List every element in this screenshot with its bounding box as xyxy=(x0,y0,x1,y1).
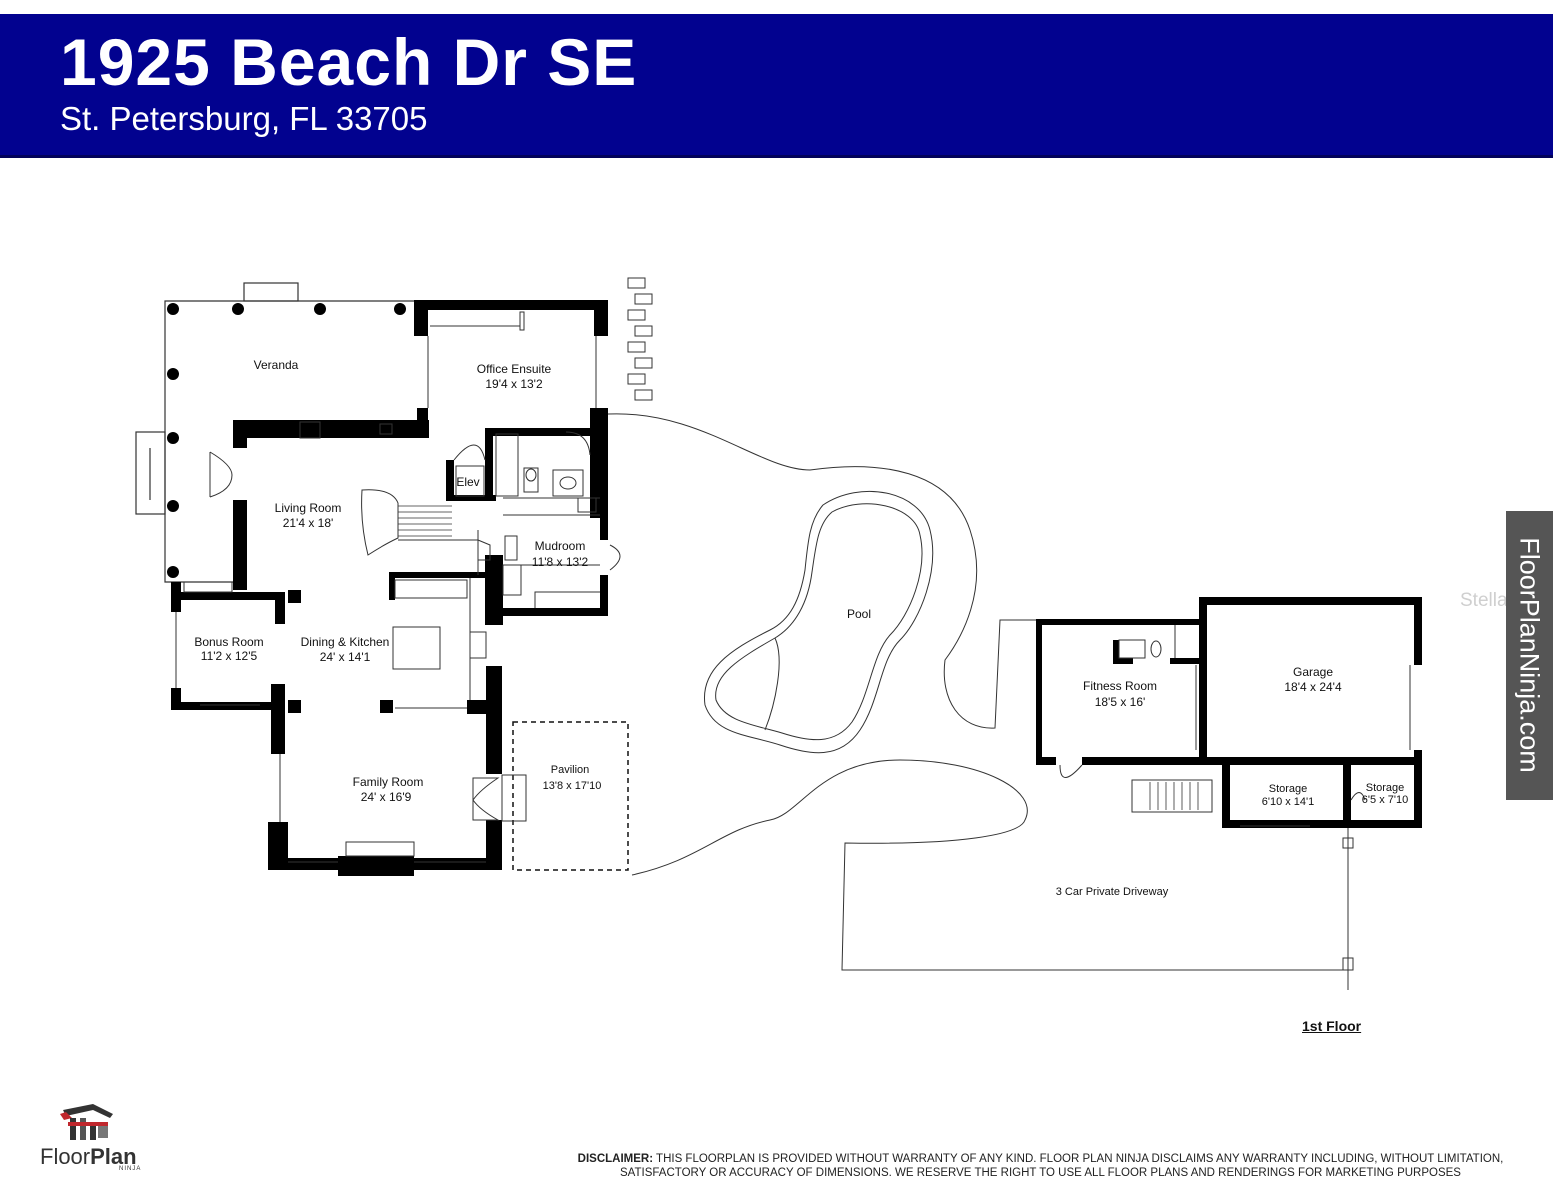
room-storage-2-dims: 6'5 x 7'10 xyxy=(1362,794,1408,806)
floorplan-ninja-logo-icon xyxy=(60,1104,113,1140)
pool-outline xyxy=(703,490,934,754)
room-storage-1-dims: 6'10 x 14'1 xyxy=(1262,796,1315,808)
room-pool: Pool xyxy=(847,607,871,621)
address-title: 1925 Beach Dr SE xyxy=(60,25,638,99)
room-storage-2: Storage xyxy=(1366,782,1405,794)
stepping-stones xyxy=(627,277,653,401)
garage-walls xyxy=(1036,597,1422,828)
side-tab xyxy=(1506,511,1553,800)
floor-label: 1st Floor xyxy=(1302,1018,1362,1034)
side-tab-text: FloorPlanNinja.com xyxy=(1514,537,1545,773)
room-dining-kitchen: Dining & Kitchen xyxy=(301,635,390,649)
veranda-columns xyxy=(167,303,406,578)
header-banner xyxy=(0,14,1553,155)
room-elev: Elev xyxy=(456,475,479,489)
room-pavilion: Pavilion xyxy=(551,764,590,776)
logo-sub: NINJA xyxy=(119,1166,142,1172)
room-garage-dims: 18'4 x 24'4 xyxy=(1284,680,1342,694)
room-family-room: Family Room xyxy=(353,775,424,789)
room-garage: Garage xyxy=(1293,665,1333,679)
room-family-room-dims: 24' x 16'9 xyxy=(361,790,412,804)
disclaimer-label: DISCLAIMER: xyxy=(577,1153,654,1165)
room-dining-kitchen-dims: 24' x 14'1 xyxy=(320,650,371,664)
room-driveway: 3 Car Private Driveway xyxy=(1056,886,1169,898)
header-rule xyxy=(0,155,1553,158)
room-pavilion-dims: 13'8 x 17'10 xyxy=(543,780,602,792)
room-storage-1: Storage xyxy=(1269,783,1308,795)
garage-thin-lines xyxy=(1059,625,1411,827)
house-thin-lines xyxy=(175,311,621,863)
room-bonus-room: Bonus Room xyxy=(194,635,263,649)
room-labels: Veranda Office Ensuite 19'4 x 13'2 Livin… xyxy=(194,358,1408,898)
pavilion-outline xyxy=(512,721,629,871)
house-walls xyxy=(171,300,608,876)
yard-path xyxy=(607,413,1354,990)
room-living-room: Living Room xyxy=(275,501,342,515)
room-mudroom: Mudroom xyxy=(535,539,586,553)
logo-word-plan: Plan xyxy=(90,1144,137,1169)
disclaimer-text: THIS FLOORPLAN IS PROVIDED WITHOUT WARRA… xyxy=(620,1153,1504,1179)
room-office-ensuite-dims: 19'4 x 13'2 xyxy=(485,377,543,391)
logo-text: FloorPlan xyxy=(40,1144,137,1170)
room-office-ensuite: Office Ensuite xyxy=(477,362,552,376)
room-fitness-room: Fitness Room xyxy=(1083,679,1157,693)
room-veranda: Veranda xyxy=(254,358,299,372)
pavilion-steps xyxy=(501,774,527,822)
room-fitness-room-dims: 18'5 x 16' xyxy=(1095,695,1146,709)
room-bonus-room-dims: 11'2 x 12'5 xyxy=(201,649,258,663)
room-mudroom-dims: 11'8 x 13'2 xyxy=(532,555,589,569)
address-subtitle: St. Petersburg, FL 33705 xyxy=(60,100,428,137)
logo-word-floor: Floor xyxy=(40,1144,91,1169)
disclaimer: DISCLAIMER: THIS FLOORPLAN IS PROVIDED W… xyxy=(548,1152,1533,1180)
room-living-room-dims: 21'4 x 18' xyxy=(283,516,334,530)
